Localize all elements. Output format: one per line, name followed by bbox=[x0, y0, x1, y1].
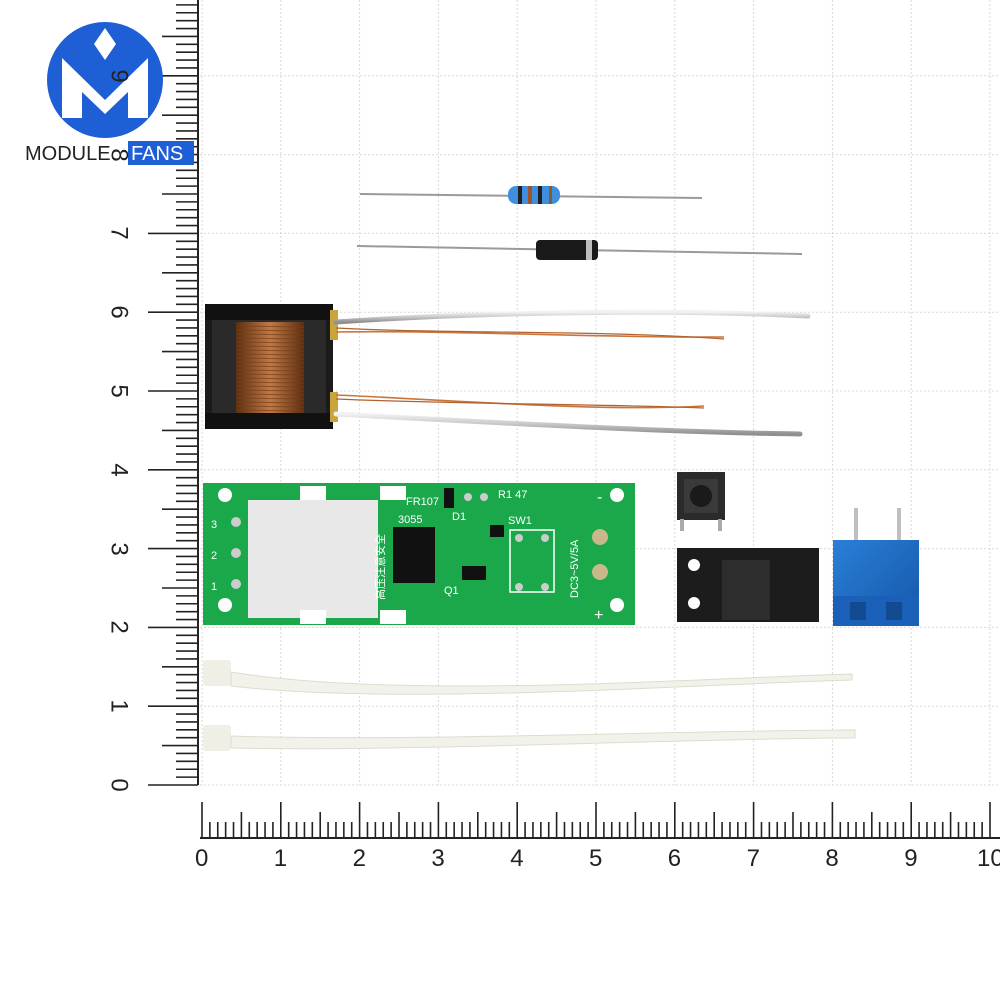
left-ruler-label: 3 bbox=[105, 541, 133, 556]
background-grid bbox=[200, 0, 1000, 786]
fr-label: FR107 bbox=[406, 496, 439, 508]
q1-label: Q1 bbox=[444, 585, 459, 597]
r1-label: R1 47 bbox=[498, 489, 527, 501]
warning-label: 高压注意安全 bbox=[373, 534, 387, 600]
bottom-ruler-label: 1 bbox=[273, 845, 288, 872]
mosfet-3055 bbox=[393, 527, 435, 583]
resistor bbox=[359, 186, 703, 204]
bottom-ruler-label: 9 bbox=[904, 845, 918, 872]
bottom-ruler-label: 4 bbox=[510, 845, 524, 872]
logo-fans-bg bbox=[128, 141, 194, 165]
left-ruler-label: 2 bbox=[105, 620, 133, 635]
bottom-ruler-label: 2 bbox=[352, 845, 366, 872]
bottom-ruler-label: 7 bbox=[746, 845, 760, 872]
bottom-ruler-label: 5 bbox=[589, 845, 603, 872]
minus-label: - bbox=[597, 489, 602, 506]
d1-label: D1 bbox=[452, 511, 466, 523]
left-ruler-label: 6 bbox=[105, 305, 133, 319]
blue-terminal-block bbox=[833, 508, 919, 626]
heatsink-bracket bbox=[677, 548, 819, 622]
cable-tie bbox=[203, 660, 853, 695]
bottom-ruler-label: 6 bbox=[667, 845, 682, 872]
logo-text-module: MODULE bbox=[25, 143, 111, 165]
pin-label-3: 3 bbox=[211, 519, 217, 531]
bottom-ruler-label: 3 bbox=[431, 845, 445, 872]
plus-label: + bbox=[594, 607, 603, 624]
pin-label-1: 1 bbox=[211, 581, 217, 593]
bottom-ruler-label: 10 bbox=[977, 845, 1000, 872]
mount-hole bbox=[218, 488, 232, 502]
tactile-switch bbox=[677, 472, 725, 531]
left-ruler-label: 8 bbox=[105, 147, 133, 162]
bottom-ruler bbox=[200, 802, 1000, 839]
pin-label-2: 2 bbox=[211, 550, 217, 562]
dc-input-label: DC3~5V/5A bbox=[569, 539, 581, 598]
brand-logo: MODULE FANS bbox=[25, 22, 194, 165]
diode-fr107 bbox=[356, 240, 803, 260]
left-ruler-label: 4 bbox=[105, 463, 133, 477]
pcb-board: 3 2 1 3055 FR107 D1 R1 47 SW1 Q1 高压注意安全 … bbox=[203, 483, 635, 625]
logo-m-icon bbox=[62, 58, 148, 118]
logo-text-fans: FANS bbox=[131, 143, 183, 165]
bottom-ruler-label: 0 bbox=[195, 845, 209, 872]
mount-hole bbox=[218, 598, 232, 612]
sw1-label: SW1 bbox=[508, 515, 532, 527]
left-ruler-label: 9 bbox=[105, 69, 133, 83]
bottom-ruler-label: 8 bbox=[825, 845, 839, 872]
mount-hole bbox=[610, 598, 624, 612]
left-ruler bbox=[148, 0, 199, 786]
transformer-footprint bbox=[248, 500, 378, 618]
left-ruler-label: 7 bbox=[105, 226, 133, 241]
left-ruler-label: 5 bbox=[105, 384, 133, 398]
logo-diamond-icon bbox=[94, 28, 116, 60]
mount-hole bbox=[610, 488, 624, 502]
left-ruler-label: 1 bbox=[105, 699, 133, 713]
mos-label: 3055 bbox=[398, 514, 422, 526]
left-ruler-label: 0 bbox=[105, 778, 133, 792]
cable-tie bbox=[203, 725, 856, 751]
high-voltage-transformer bbox=[205, 304, 811, 437]
